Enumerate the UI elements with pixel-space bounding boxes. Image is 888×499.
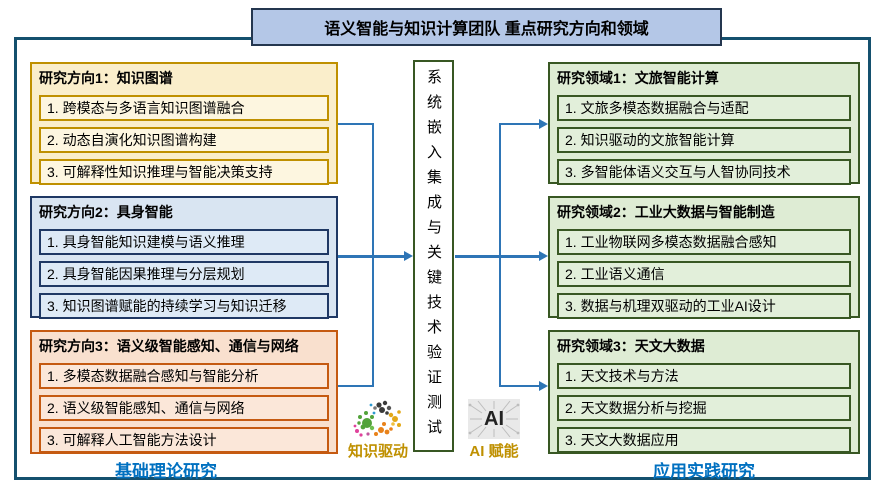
arrowhead-to-area-2 [539,251,548,261]
group-item: 3. 可解释性知识推理与智能决策支持 [39,159,329,185]
connector-right-branch-bottom [499,385,539,387]
group-item: 1. 工业物联网多模态数据融合感知 [557,229,851,255]
arrowhead-to-area-3 [539,381,548,391]
group-heading: 研究方向3：语义级智能感知、通信与网络 [39,338,299,354]
group-item: 3. 数据与机理双驱动的工业AI设计 [557,293,851,319]
connector-right-vertical [499,123,501,387]
arrowhead-into-pipeline [404,251,413,261]
group-area-3-astronomy-bigdata: 研究领域3：天文大数据 1. 天文技术与方法 2. 天文数据分析与挖掘 3. 天… [548,330,860,454]
group-item: 2. 具身智能因果推理与分层规划 [39,261,329,287]
group-item: 3. 知识图谱赋能的持续学习与知识迁移 [39,293,329,319]
center-pipeline-box: 系统嵌入集成与关键技术验证测试 [413,60,454,452]
diagram-title-text: 语义智能与知识计算团队 重点研究方向和领域 [324,21,649,38]
group-item: 1. 具身智能知识建模与语义推理 [39,229,329,255]
group-direction-2-embodied-ai: 研究方向2：具身智能 1. 具身智能知识建模与语义推理 2. 具身智能因果推理与… [30,196,338,319]
connector-left-branch-top [338,123,374,125]
group-heading: 研究领域1：文旅智能计算 [557,70,719,86]
ai-chip-icon: AI [468,399,520,439]
ai-empowered-label: AI 赋能 [469,443,519,460]
connector-right-branch-top [499,123,539,125]
group-item: 1. 文旅多模态数据融合与适配 [557,95,851,121]
group-item: 2. 动态自演化知识图谱构建 [39,127,329,153]
group-heading: 研究方向2：具身智能 [39,204,173,220]
knowledge-driven-label: 知识驱动 [347,443,408,460]
group-item: 1. 跨模态与多语言知识图谱融合 [39,95,329,121]
ai-chip-text: AI [484,407,504,430]
group-item: 1. 多模态数据融合感知与智能分析 [39,363,329,389]
group-item: 2. 知识驱动的文旅智能计算 [557,127,851,153]
group-direction-1-knowledge-graph: 研究方向1：知识图谱 1. 跨模态与多语言知识图谱融合 2. 动态自演化知识图谱… [30,62,338,185]
group-heading: 研究方向1：知识图谱 [39,70,173,86]
right-footer-applied-practice: 应用实践研究 [653,462,755,481]
group-direction-3-semantic-communication: 研究方向3：语义级智能感知、通信与网络 1. 多模态数据融合感知与智能分析 2.… [30,330,338,454]
knowledge-graph-icon [351,396,405,440]
arrowhead-to-area-1 [539,119,548,129]
connector-left-main [338,255,404,258]
group-item: 2. 天文数据分析与挖掘 [557,395,851,421]
group-item: 2. 工业语义通信 [557,261,851,287]
group-item: 3. 天文大数据应用 [557,427,851,453]
group-item: 3. 多智能体语义交互与人智协同技术 [557,159,851,185]
group-heading: 研究领域2：工业大数据与智能制造 [557,204,775,220]
group-area-2-industrial-bigdata: 研究领域2：工业大数据与智能制造 1. 工业物联网多模态数据融合感知 2. 工业… [548,196,860,319]
group-item: 1. 天文技术与方法 [557,363,851,389]
group-area-1-culture-tourism: 研究领域1：文旅智能计算 1. 文旅多模态数据融合与适配 2. 知识驱动的文旅智… [548,62,860,185]
center-pipeline-label: 系统嵌入集成与关键技术验证测试 [425,68,442,444]
left-footer-basic-theory: 基础理论研究 [115,462,217,481]
connector-right-main [455,255,539,258]
diagram-title: 语义智能与知识计算团队 重点研究方向和领域 [251,8,722,46]
group-heading: 研究领域3：天文大数据 [557,338,705,354]
group-item: 2. 语义级智能感知、通信与网络 [39,395,329,421]
group-item: 3. 可解释人工智能方法设计 [39,427,329,453]
connector-left-branch-bottom [338,385,374,387]
